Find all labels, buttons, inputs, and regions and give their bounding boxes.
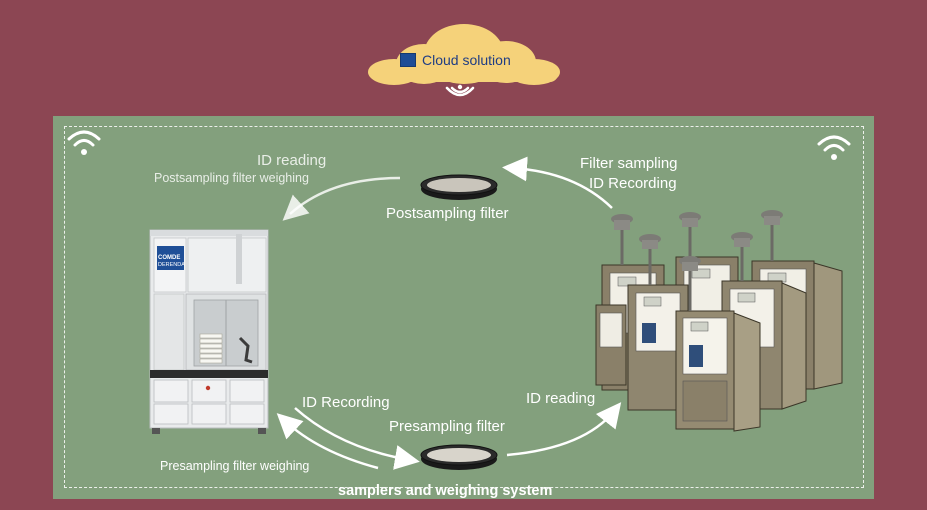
filter-disc-icon [420,444,498,470]
label-postsampling-weighing: Postsampling filter weighing [154,171,309,185]
label-presampling-weighing: Presampling filter weighing [160,459,310,473]
label-id-reading-bottom: ID reading [526,390,596,407]
wifi-icon [67,130,101,155]
company-logo-icon [400,53,416,67]
arrow-weighing-to-filter [294,407,420,470]
wifi-icon [817,135,851,160]
wifi-icon [445,84,475,97]
cloud-solution-label: Cloud solution [422,52,511,68]
arrow-filter-to-weighing-return [276,413,379,470]
label-filter-sampling: Filter sampling [580,155,678,172]
weighing-robot-icon [149,229,269,434]
weighing-logo-line2: DERENDA [158,262,185,268]
label-id-reading-top: ID reading [257,152,327,169]
air-sampler-icon [595,210,843,432]
arrow-sampler-to-filter [502,156,613,209]
label-id-recording-bottom: ID Recording [302,394,390,411]
weighing-logo-line1: COMDE [158,255,181,261]
arrow-filter-to-weighing [282,176,401,221]
arrow-filter-to-sampler [506,402,622,457]
caption: samplers and weighing system [338,483,553,499]
label-postsampling-filter: Postsampling filter [386,205,509,222]
panel-dashed-border [64,126,864,488]
filter-disc-icon [420,174,498,200]
label-id-recording-top: ID Recording [589,175,677,192]
label-presampling-filter: Presampling filter [389,418,505,435]
